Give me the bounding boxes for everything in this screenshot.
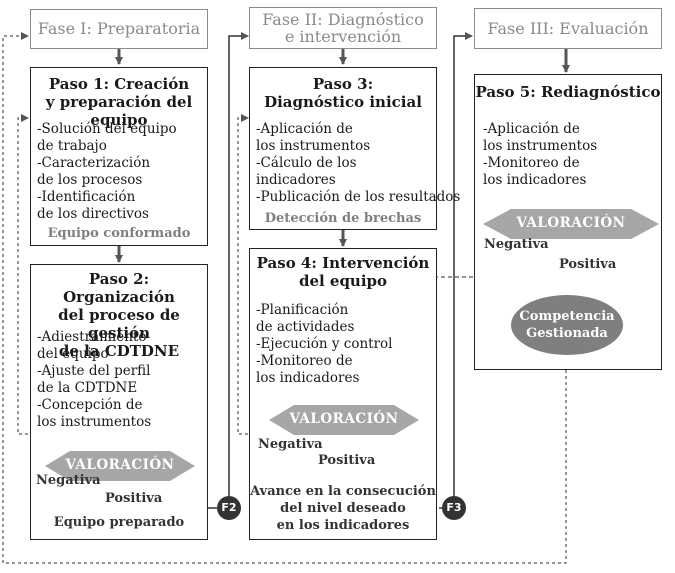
list-item: los indicadores	[256, 370, 360, 386]
step-1-title: Paso 1: Creación y preparación del equip…	[31, 75, 207, 129]
list-item: -Solución del equipo	[37, 121, 177, 137]
step-1-result: Equipo conformado	[47, 226, 191, 241]
step-2-title-line3: de la CDTDNE	[58, 342, 180, 360]
list-item: -Ajuste del perfil	[37, 363, 151, 379]
step-4-negativa: Negativa	[258, 437, 323, 452]
list-item: -Aplicación de	[483, 121, 580, 137]
step-1-items: -Solución del equipo de trabajo -Caracte…	[37, 121, 177, 223]
competencia-gestionada-ellipse: Competencia Gestionada	[511, 295, 623, 355]
list-item: -Aplicación de	[256, 121, 353, 137]
step-2-result: Equipo preparado	[53, 515, 185, 530]
step-2-box: Paso 2: Organización del proceso de gest…	[30, 264, 208, 540]
step-1-box: Paso 1: Creación y preparación del equip…	[30, 67, 208, 246]
phase-2-label-line2: e intervención	[284, 27, 402, 46]
step-5-title: Paso 5: Rediagnóstico	[475, 83, 661, 101]
list-item: del equipo	[37, 346, 109, 362]
step-4-box: Paso 4: Intervención del equipo -Planifi…	[249, 248, 437, 540]
step-2-title-line2: del proceso de gestión	[58, 306, 180, 342]
step-2-positiva: Positiva	[105, 491, 163, 506]
list-item: -Concepción de	[37, 397, 143, 413]
step-4-valoracion-label: VALORACIÓN	[289, 411, 399, 427]
f3-badge: F3	[442, 496, 466, 520]
step-4-title-line2: del equipo	[298, 272, 388, 290]
step-5-box: Paso 5: Rediagnóstico -Aplicación de los…	[474, 74, 662, 370]
list-item: de actividades	[256, 319, 355, 335]
step-3-title-line1: Paso 3:	[312, 75, 374, 93]
list-item: -Adiestramiento	[37, 329, 147, 345]
step-1-title-line2: y preparación del equipo	[45, 93, 193, 129]
step-4-valoracion-diamond: VALORACIÓN	[269, 405, 419, 435]
outcome-line2: Gestionada	[526, 326, 608, 341]
step-3-items: -Aplicación de los instrumentos -Cálculo…	[256, 121, 460, 206]
phase-1-label: Fase I: Preparatoria	[37, 19, 201, 38]
list-item: -Identificación	[37, 189, 136, 205]
list-item: -Monitoreo de	[256, 353, 353, 369]
list-item: -Publicación de los resultados	[256, 189, 461, 205]
phase-3-label: Fase III: Evaluación	[487, 19, 649, 38]
outcome-line1: Competencia	[519, 309, 615, 324]
step-5-positiva: Positiva	[559, 257, 617, 272]
list-item: de trabajo	[37, 138, 107, 154]
step-2-valoracion-label: VALORACIÓN	[65, 457, 175, 473]
step-4-items: -Planificación de actividades -Ejecución…	[256, 302, 392, 387]
list-item: -Cálculo de los	[256, 155, 357, 171]
list-item: los indicadores	[483, 172, 587, 188]
phase-3-header: Fase III: Evaluación	[474, 8, 662, 49]
step-2-items: -Adiestramiento del equipo -Ajuste del p…	[37, 329, 151, 431]
list-item: -Planificación	[256, 302, 349, 318]
list-item: de los directivos	[37, 206, 149, 222]
step-3-title: Paso 3: Diagnóstico inicial	[250, 75, 436, 111]
list-item: indicadores	[256, 172, 336, 188]
list-item: de los procesos	[37, 172, 143, 188]
list-item: los instrumentos	[256, 138, 371, 154]
list-item: los instrumentos	[37, 414, 152, 430]
list-item: -Ejecución y control	[256, 336, 393, 352]
step-4-result: Avance en la consecución del nivel desea…	[250, 483, 436, 534]
step-5-items: -Aplicación de los instrumentos -Monitor…	[483, 121, 597, 189]
phase-2-header: Fase II: Diagnóstico e intervención	[249, 7, 437, 49]
step-3-box: Paso 3: Diagnóstico inicial -Aplicación …	[249, 67, 460, 230]
list-item: -Monitoreo de	[483, 155, 580, 171]
list-item: de la CDTDNE	[37, 380, 138, 396]
step-5-negativa: Negativa	[484, 237, 549, 252]
step-2-negativa: Negativa	[36, 473, 101, 488]
step-5-valoracion-diamond: VALORACIÓN	[483, 209, 659, 239]
step-2-title-line1: Paso 2: Organización	[63, 270, 175, 306]
f2-badge: F2	[217, 496, 241, 520]
step-5-valoracion-label: VALORACIÓN	[516, 215, 626, 231]
phase-1-header: Fase I: Preparatoria	[30, 9, 208, 49]
step-4-result-line2: del nivel deseado	[280, 501, 406, 516]
step-4-title-line1: Paso 4: Intervención	[256, 254, 430, 272]
list-item: -Caracterización	[37, 155, 151, 171]
list-item: los instrumentos	[483, 138, 598, 154]
step-4-positiva: Positiva	[318, 453, 376, 468]
step-3-title-line2: Diagnóstico inicial	[264, 93, 422, 111]
step-4-result-line1: Avance en la consecución	[250, 484, 436, 499]
step-4-result-line3: en los indicadores	[276, 518, 410, 533]
step-2-valoracion-diamond: VALORACIÓN	[45, 451, 195, 481]
step-4-title: Paso 4: Intervención del equipo	[250, 254, 436, 290]
phase-2-label-line1: Fase II: Diagnóstico	[262, 10, 424, 29]
step-3-result: Detección de brechas	[264, 211, 422, 226]
step-1-title-line1: Paso 1: Creación	[48, 75, 190, 93]
step-2-title: Paso 2: Organización del proceso de gest…	[31, 270, 207, 360]
